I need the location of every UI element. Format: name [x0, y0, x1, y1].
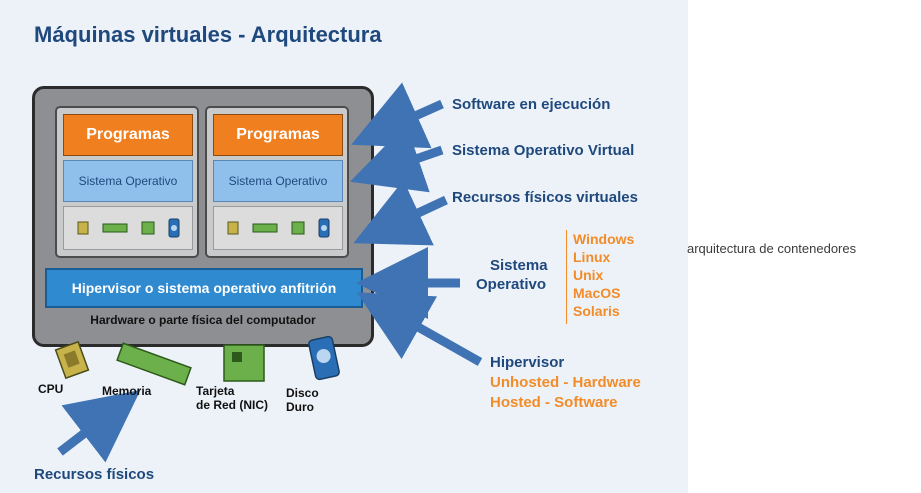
side-panel	[688, 0, 921, 493]
side-caption[interactable]: arquitectura de contenedores	[687, 241, 857, 256]
label-nic-line1: Tarjeta	[196, 384, 235, 398]
label-unhosted: Unhosted - Hardware	[490, 374, 641, 391]
vm1-os: Sistema Operativo	[63, 160, 193, 202]
label-cpu: CPU	[38, 382, 64, 396]
os-list-divider	[566, 230, 567, 324]
arrow-physical-resources	[57, 390, 141, 463]
label-disk-line1: Disco	[286, 386, 319, 400]
host-machine: Programas Sistema Operativo Programas Si…	[32, 86, 374, 347]
os-list: Windows Linux Unix MacOS Solaris	[573, 230, 634, 320]
vm1-virtual-resources	[63, 206, 193, 250]
virtual-machine-2: Programas Sistema Operativo	[205, 106, 349, 258]
hard-disk-icon	[308, 335, 340, 381]
label-software: Software en ejecución	[452, 96, 611, 113]
os-item: Unix	[573, 267, 604, 283]
label-os-line1: Sistema	[490, 257, 548, 274]
network-card-icon	[223, 344, 265, 382]
hypervisor-bar: Hipervisor o sistema operativo anfitrión	[45, 268, 363, 308]
vm2-os: Sistema Operativo	[213, 160, 343, 202]
network-card-icon	[291, 221, 305, 235]
label-hosted: Hosted - Software	[490, 394, 618, 411]
os-item: Solaris	[573, 303, 620, 319]
label-virtual-os: Sistema Operativo Virtual	[452, 142, 635, 159]
cpu-chip-icon	[227, 221, 239, 235]
arrow-software	[351, 82, 444, 149]
label-os-line2: Operativo	[476, 276, 547, 293]
label-memory: Memoria	[102, 384, 152, 398]
cpu-chip-icon	[77, 221, 89, 235]
memory-stick-icon	[116, 342, 192, 386]
label-hypervisor: Hipervisor	[490, 354, 565, 371]
label-nic-line2: de Red (NIC)	[196, 398, 268, 412]
diagram-graphics	[54, 82, 483, 463]
arrow-virtual-resources	[353, 180, 448, 246]
os-item: MacOS	[573, 285, 621, 301]
arrow-virtual-os	[349, 124, 444, 193]
memory-stick-icon	[252, 223, 278, 233]
label-physical-resources: Recursos físicos	[34, 466, 155, 483]
slide: Máquinas virtuales - Arquitectura Progra…	[0, 0, 688, 493]
vm2-virtual-resources	[213, 206, 343, 250]
label-disk-line2: Duro	[286, 400, 314, 414]
virtual-machine-1: Programas Sistema Operativo	[55, 106, 199, 258]
label-virtual-resources: Recursos físicos virtuales	[452, 189, 638, 206]
arrow-hypervisor	[356, 292, 483, 366]
vm1-programs: Programas	[63, 114, 193, 156]
disk-icon	[318, 218, 330, 238]
os-item: Windows	[573, 231, 635, 247]
cpu-chip-icon	[54, 340, 90, 380]
os-item: Linux	[573, 249, 611, 265]
slide-title: Máquinas virtuales - Arquitectura	[34, 22, 382, 47]
memory-stick-icon	[102, 223, 128, 233]
hardware-label: Hardware o parte física del computador	[90, 313, 316, 327]
disk-icon	[168, 218, 180, 238]
network-card-icon	[141, 221, 155, 235]
vm2-programs: Programas	[213, 114, 343, 156]
